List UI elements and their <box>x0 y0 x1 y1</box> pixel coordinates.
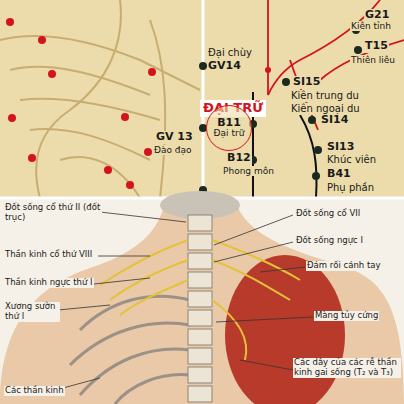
point-code: B11 <box>217 117 241 129</box>
anatomy-label: Đốt sống ngực I <box>295 236 364 246</box>
vertebrae <box>188 215 212 402</box>
leader-lines <box>48 212 313 392</box>
anatomy-label: Thần kinh cổ thứ VIII <box>4 250 93 260</box>
anatomy-label: Các thần kinh <box>4 386 65 396</box>
anatomy-label: Thần kinh ngực thứ I <box>4 278 94 288</box>
point-code: SI13 <box>326 141 355 154</box>
meridian-line <box>300 115 317 198</box>
point-code: B41 <box>326 168 352 181</box>
muscle <box>225 255 345 404</box>
nerves <box>100 240 300 360</box>
skeleton-sketch <box>0 0 200 198</box>
anatomy-label: Màng tủy cứng <box>314 311 379 321</box>
ribs <box>70 296 190 404</box>
back-silhouette <box>0 200 404 404</box>
panel-background <box>0 198 404 404</box>
anatomy-label: Đám rối cánh tay <box>306 261 381 271</box>
point-name: Kiên trung du <box>290 90 360 102</box>
point-name: Kiên ngoại du <box>290 103 361 115</box>
acupoint-dots <box>199 26 362 194</box>
point-code: B12 <box>226 152 252 165</box>
point-name: Khúc viên <box>326 154 377 166</box>
point-name: Phụ phần <box>326 182 375 194</box>
panel-background <box>0 0 404 198</box>
point-name: Đào đạo <box>153 145 193 155</box>
point-name: Đại trữ <box>214 129 245 139</box>
meridian-lines <box>268 0 404 130</box>
point-code: GV14 <box>207 60 242 73</box>
point-name: Đại chùy <box>207 47 253 59</box>
point-name: Kiên tỉnh <box>350 21 392 31</box>
point-name: Phong môn <box>222 166 275 176</box>
anatomy-label: Đốt sống cổ thứ II (đốt trục) <box>4 203 102 223</box>
point-code: SI15 <box>292 76 321 89</box>
midline <box>202 0 205 198</box>
highlight-circle: B11Đại trữ <box>206 105 252 151</box>
point-code: T15 <box>364 40 389 53</box>
point-name: Thiên liêu <box>350 55 396 65</box>
anatomy-label: Các dây của các rễ thần kinh gai sống (T… <box>293 358 401 378</box>
point-code: GV 13 <box>155 131 194 144</box>
anatomy-label: Xương sườn thứ I <box>4 302 60 322</box>
anatomy-label: Đốt sống cổ VII <box>295 209 361 219</box>
acupoint-dots <box>6 18 271 189</box>
point-code: SI14 <box>320 114 349 127</box>
point-code: G21 <box>364 9 390 22</box>
